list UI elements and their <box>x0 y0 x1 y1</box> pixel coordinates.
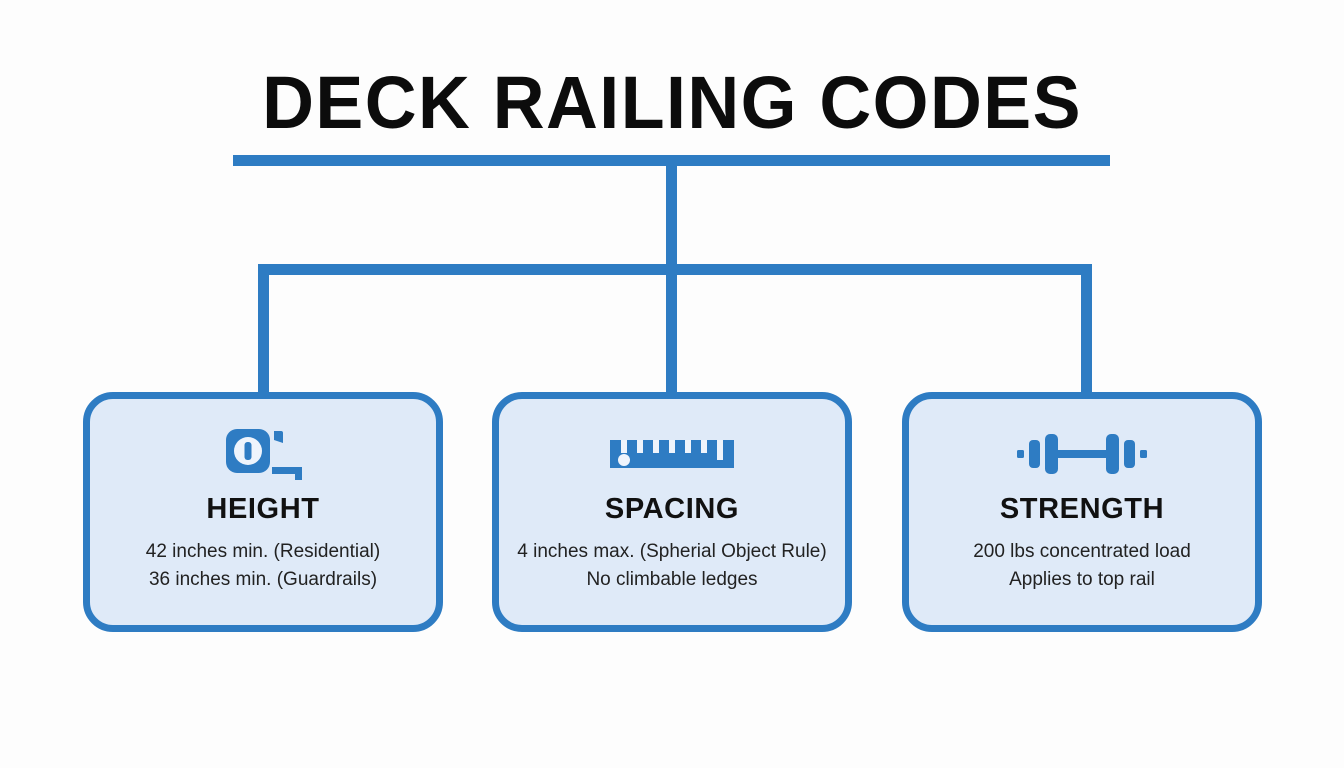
connector-leg-right <box>1081 272 1092 396</box>
card-lines: 200 lbs concentrated load Applies to top… <box>973 538 1191 593</box>
page-title: DECK RAILING CODES <box>262 61 1082 144</box>
connector-leg-left <box>258 272 269 396</box>
card-title: SPACING <box>604 493 740 525</box>
title-underline-bar <box>233 155 1110 166</box>
card-lines: 4 inches max. (Spherial Object Rule) No … <box>517 538 826 593</box>
card-line: 42 inches min. (Residential) <box>145 541 381 562</box>
card-line: No climbable ledges <box>586 568 758 590</box>
card-line: 200 lbs concentrated load <box>973 541 1191 562</box>
connector-leg-center <box>666 272 677 396</box>
card-strength[interactable]: STRENGTH 200 lbs concentrated load Appli… <box>902 392 1262 632</box>
card-line: 36 inches min. (Guardrails) <box>148 568 378 590</box>
card-title: HEIGHT <box>206 493 320 525</box>
title-block: DECK RAILING CODES <box>0 66 1344 140</box>
card-height[interactable]: HEIGHT 42 inches min. (Residential) 36 i… <box>83 392 443 632</box>
card-line: Applies to top rail <box>1009 568 1155 590</box>
card-spacing[interactable]: SPACING 4 inches max. (Spherial Object R… <box>492 392 852 632</box>
connector-horizontal-bus <box>258 264 1092 275</box>
card-lines: 42 inches min. (Residential) 36 inches m… <box>146 538 380 593</box>
card-title: STRENGTH <box>999 493 1165 525</box>
connector-stem-vertical <box>666 164 677 267</box>
dumbbell-icon <box>1017 427 1147 481</box>
tape-measure-icon <box>224 427 302 481</box>
card-line: 4 inches max. (Spherial Object Rule) <box>517 541 827 562</box>
ruler-icon <box>610 427 734 481</box>
